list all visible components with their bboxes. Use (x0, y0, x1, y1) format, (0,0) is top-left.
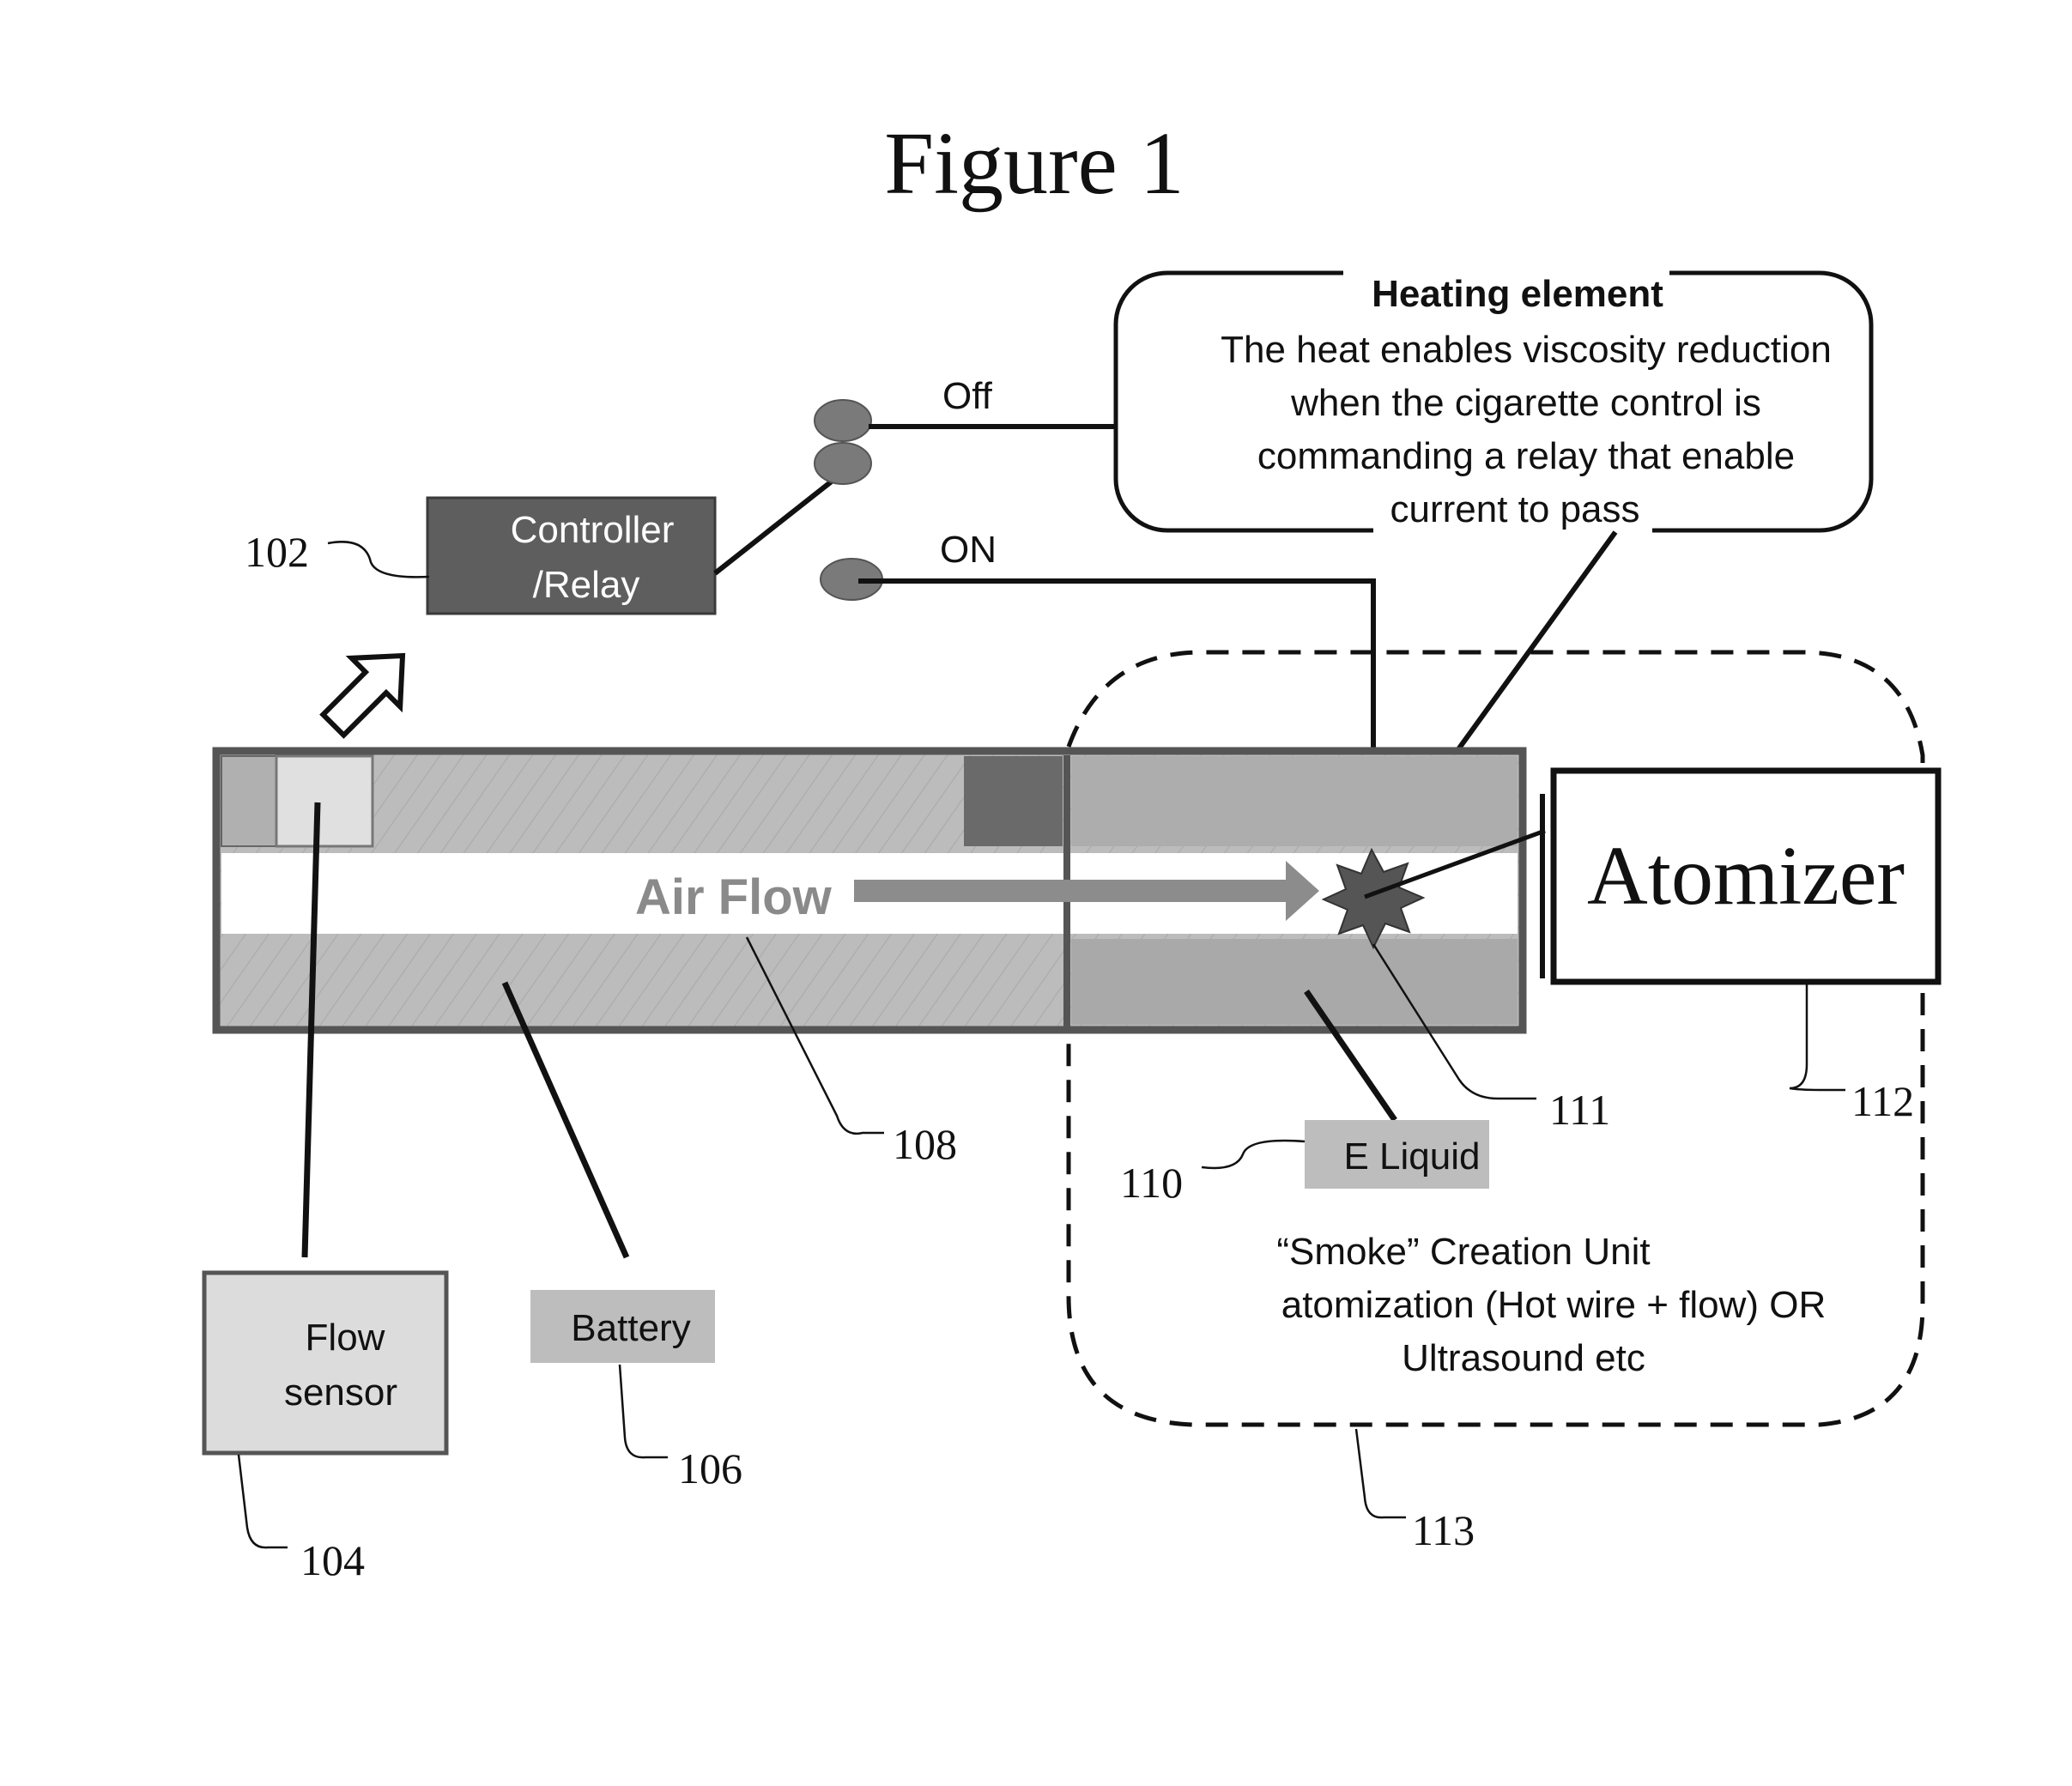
spark-ref: 111 (1549, 1086, 1610, 1134)
smoke-unit-ref-leader (1354, 1428, 1406, 1519)
flow-sensor-box: Flow sensor (202, 1270, 449, 1456)
atomizer-box: Atomizer (1550, 767, 1942, 985)
atomizer-ref: 112 (1851, 1077, 1914, 1125)
smoke-unit-line-2: atomization (Hot wire + flow) OR (1281, 1284, 1827, 1326)
relay-switch-arm (713, 478, 834, 576)
flow-sensor-label-1: Flow (306, 1317, 385, 1359)
smoke-unit-line-1: “Smoke” Creation Unit (1276, 1231, 1650, 1273)
tube-left-end (221, 755, 277, 847)
battery-ref: 106 (678, 1444, 742, 1492)
heating-element-heading: Heating element (1372, 273, 1663, 315)
heating-element-line-4: current to pass (1390, 488, 1639, 530)
smoke-unit-line-3: Ultrasound etc (1402, 1337, 1645, 1379)
eliquid-ref: 110 (1120, 1159, 1183, 1207)
flow-sensor-ref: 104 (300, 1536, 365, 1584)
eliquid-box: E Liquid (1305, 1120, 1489, 1189)
controller-ref-leader (327, 541, 430, 578)
controller-ref: 102 (245, 528, 309, 576)
battery-section (374, 756, 964, 846)
tube-dark-block (964, 756, 1063, 846)
airflow-arrow (854, 861, 1319, 921)
sensor-signal-arrow (319, 652, 406, 739)
flow-sensor-pointer (301, 802, 321, 1258)
smoke-unit-ref: 113 (1412, 1506, 1475, 1554)
tube-right-lower (1071, 939, 1518, 1025)
atomizer-ref-leader (1789, 984, 1845, 1092)
atomizer-pointer (1364, 828, 1546, 899)
smoke-unit-boundary (1066, 650, 1925, 1427)
battery-box: Battery (530, 1290, 715, 1363)
switch-contact-off-upper (814, 399, 872, 442)
controller-relay-box: Controller /Relay (426, 496, 717, 615)
heating-element-line-3: commanding a relay that enable (1257, 435, 1795, 477)
battery-ref-leader (618, 1364, 668, 1459)
controller-label-2: /Relay (533, 564, 640, 606)
tube-right-upper (1071, 756, 1518, 846)
airflow-ref-leader (745, 936, 884, 1135)
controller-label-1: Controller (511, 509, 675, 551)
heating-spark (1321, 847, 1426, 950)
flow-sensor-element (275, 754, 374, 848)
spark-ref-leader (1372, 943, 1536, 1100)
heating-element-line-1: The heat enables viscosity reduction (1221, 329, 1832, 371)
switch-contact-off-lower (814, 442, 872, 485)
battery-label: Battery (571, 1307, 690, 1349)
heating-element-line-2: when the cigarette control is (1290, 382, 1761, 424)
airflow-ref: 108 (893, 1120, 957, 1168)
battery-pointer (501, 981, 630, 1259)
flow-sensor-label-2: sensor (284, 1371, 397, 1414)
flow-sensor-ref-leader (237, 1454, 288, 1549)
figure-title: Figure 1 (884, 114, 1184, 213)
eliquid-label: E Liquid (1343, 1135, 1480, 1178)
heating-element-callout: Heating element The heat enables viscosi… (1113, 257, 1874, 541)
on-label: ON (940, 529, 997, 571)
atomizer-label: Atomizer (1587, 830, 1905, 923)
eliquid-pointer (1304, 990, 1397, 1122)
airflow-label: Air Flow (635, 869, 833, 925)
off-label: Off (942, 375, 993, 417)
eliquid-ref-leader (1201, 1139, 1306, 1170)
